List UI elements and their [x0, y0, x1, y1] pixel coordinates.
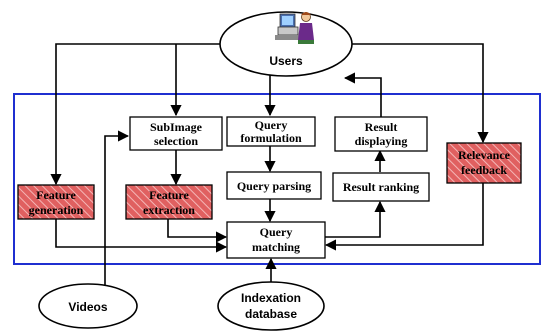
query-formulation-box: Query formulation: [226, 116, 316, 147]
result-ranking-box: Result ranking: [332, 172, 430, 202]
arrow-result-displaying-to-users: [343, 72, 382, 117]
feature-generation-line2: generation: [29, 203, 84, 217]
subimage-selection-line1: SubImage: [150, 120, 203, 134]
subimage-selection-box: SubImage selection: [129, 116, 223, 151]
users-label: Users: [269, 54, 303, 68]
connectors: [50, 43, 489, 288]
subimage-selection-line2: selection: [154, 134, 198, 148]
videos-node: Videos: [38, 283, 138, 329]
feature-generation-box: Feature generation: [17, 184, 95, 220]
query-parsing-box: Query parsing: [226, 171, 322, 200]
indexation-database-line2: database: [245, 307, 297, 321]
query-formulation-line2: formulation: [240, 131, 302, 145]
indexation-database-line1: Indexation: [241, 291, 301, 305]
system-boundary-frame: [13, 93, 541, 265]
result-displaying-line2: displaying: [355, 134, 408, 148]
feature-extraction-box: Feature extraction: [125, 184, 213, 220]
feature-extraction-line2: extraction: [143, 203, 195, 217]
arrow-feature-generation-to-matching: [55, 219, 228, 253]
query-matching-line1: Query: [260, 225, 293, 239]
arrow-feedback-to-matching: [324, 183, 484, 251]
user-at-computer-icon: [275, 12, 314, 44]
relevance-feedback-box: Relevance feedback: [446, 142, 522, 184]
videos-label: Videos: [68, 300, 107, 314]
feature-extraction-line1: Feature: [149, 188, 189, 202]
query-formulation-line1: Query: [255, 118, 288, 132]
arrow-users-to-feature-generation: [50, 43, 222, 186]
result-ranking-label: Result ranking: [343, 180, 419, 194]
result-displaying-box: Result displaying: [334, 116, 428, 152]
feature-generation-line1: Feature: [36, 188, 76, 202]
relevance-feedback-line2: feedback: [461, 163, 507, 177]
arrow-users-to-relevance-feedback: [345, 43, 489, 144]
arrow-matching-to-ranking: [324, 200, 386, 238]
indexation-database-node: Indexation database: [217, 281, 325, 331]
query-matching-line2: matching: [252, 240, 300, 254]
relevance-feedback-line1: Relevance: [458, 148, 511, 162]
result-displaying-line1: Result: [365, 120, 398, 134]
users-node: Users: [219, 11, 353, 77]
arrow-feature-extraction-to-matching: [167, 219, 228, 243]
query-matching-box: Query matching: [226, 221, 326, 259]
query-parsing-label: Query parsing: [237, 179, 311, 193]
arrow-videos-to-subimage: [104, 130, 130, 288]
